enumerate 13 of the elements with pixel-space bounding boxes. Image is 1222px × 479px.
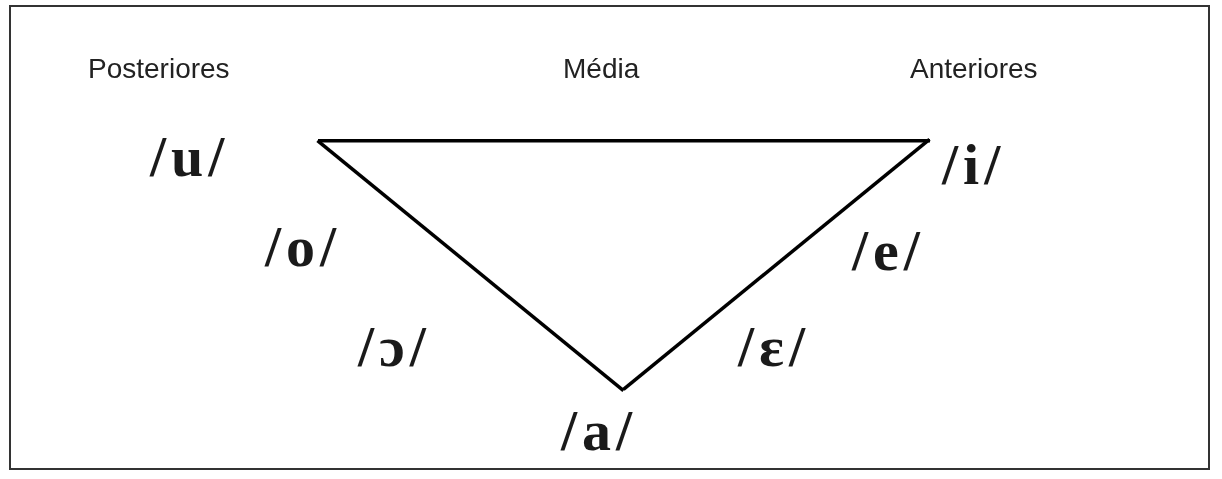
triangle-side [316,139,625,392]
vowel-symbol: /a/ [561,402,638,460]
triangle-side [318,139,930,143]
vowel-symbol: /ɔ/ [358,318,431,376]
column-heading: Posteriores [88,55,230,83]
column-heading: Média [563,55,640,83]
vowel-symbol: /i/ [942,136,1006,194]
triangle-side [622,138,931,391]
vowel-symbol: /e/ [852,222,925,280]
vowel-symbol: /u/ [150,128,230,186]
vowel-symbol: /ɛ/ [738,318,810,376]
vowel-symbol: /o/ [265,218,342,276]
column-heading: Anteriores [910,55,1038,83]
